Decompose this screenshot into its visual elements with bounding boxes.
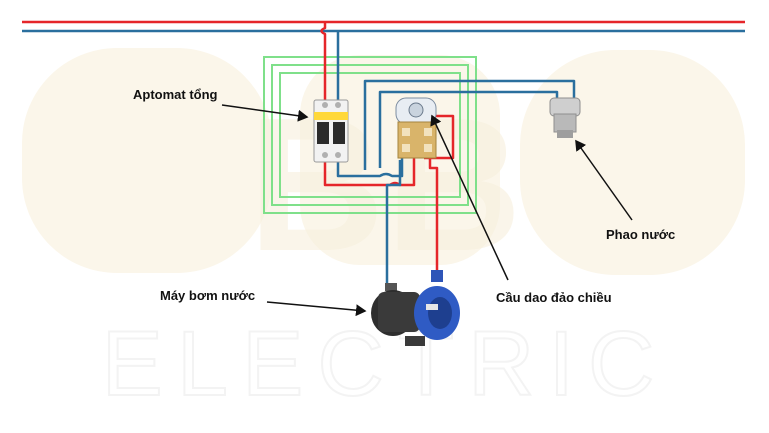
float-live-wire: [378, 90, 559, 168]
reversing-switch: [395, 97, 437, 159]
float-pointer-arrow: [575, 139, 633, 221]
pump-live-wire: [428, 155, 439, 278]
enclosure-box: [263, 56, 477, 214]
aptomat-out-neutral: [336, 150, 404, 178]
water-pump-label: Máy bơm nước: [160, 288, 256, 303]
pump-neutral-wire: [385, 160, 402, 285]
float-switch-label: Phao nước: [606, 227, 676, 242]
pump-pointer-arrow: [266, 301, 367, 317]
switch-pointer-arrow: [430, 114, 509, 281]
water-pump: [371, 270, 460, 346]
reversing-switch-label: Cầu dao đảo chiều: [496, 290, 612, 305]
float-neutral-wire: [363, 79, 576, 170]
aptomat-breaker: [313, 99, 349, 163]
float-switch: [549, 97, 581, 138]
aptomat-label: Aptomat tổng: [133, 87, 218, 102]
aptomat-pointer-arrow: [221, 104, 309, 122]
live-drop-wire: [320, 22, 327, 102]
